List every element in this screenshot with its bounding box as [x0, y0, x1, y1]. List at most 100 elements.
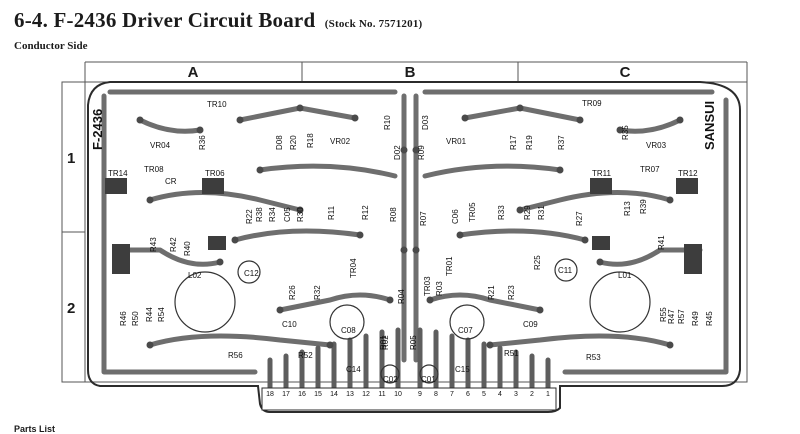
- component-label: R09: [417, 145, 426, 160]
- grid-column-b: B: [404, 64, 416, 81]
- component-label: R01: [379, 335, 388, 350]
- component-label: R11: [327, 205, 336, 220]
- component-label: R50: [131, 311, 140, 326]
- component-label: R38: [255, 207, 264, 222]
- component-label: R12: [361, 205, 370, 220]
- right-component-labels: TR09 R35 VR03 R19 R17 R37 TR07 TR11 TR12…: [458, 99, 714, 362]
- component-label: R18: [306, 133, 315, 148]
- component-label: C02: [383, 375, 398, 384]
- component-label: R27: [575, 211, 584, 226]
- component-label: D03: [421, 115, 430, 130]
- component-label: R35: [621, 125, 630, 140]
- component-label: R26: [288, 285, 297, 300]
- component-label: C15: [455, 365, 470, 374]
- board-brand-label: SANSUI: [702, 101, 717, 150]
- component-label: R57: [677, 309, 686, 324]
- grid-row-2: 2: [67, 300, 76, 317]
- component-label: TR11: [592, 169, 612, 178]
- view-subtitle: Conductor Side: [14, 40, 88, 52]
- component-label: R53: [586, 353, 601, 362]
- component-label: R05: [409, 335, 418, 350]
- connector-pin-label: 14: [330, 391, 338, 398]
- component-label: C10: [282, 320, 297, 329]
- component-label: R02: [381, 335, 390, 350]
- component-label: R33: [497, 205, 506, 220]
- grid-column-c: C: [619, 64, 631, 81]
- component-label: R52: [298, 351, 313, 360]
- component-label: D02: [393, 145, 402, 160]
- component-label: R20: [289, 135, 298, 150]
- component-label: R55: [659, 307, 668, 322]
- component-label: CR: [165, 177, 177, 186]
- edge-connector: 18 17 16 15 14 13 12 11 10 9 8 7 6 5 4 3…: [261, 387, 557, 411]
- component-label: R37: [557, 135, 566, 150]
- component-label: R07: [419, 211, 428, 226]
- connector-pin-label: 4: [498, 391, 502, 398]
- component-label: R23: [507, 285, 516, 300]
- component-label: C09: [523, 320, 538, 329]
- component-label: R30: [296, 207, 305, 222]
- connector-pin-label: 1: [546, 391, 550, 398]
- component-label: C07: [458, 326, 473, 335]
- component-label: TR05: [468, 202, 477, 222]
- component-label: R21: [487, 285, 496, 300]
- center-component-labels: D02 D03 R10 R09 VR01 R01 C01 TR03 R03 R0…: [379, 115, 470, 384]
- connector-pin-label: 3: [514, 391, 518, 398]
- component-label: C08: [341, 326, 356, 335]
- component-label: R40: [183, 241, 192, 256]
- component-outlines: [174, 258, 651, 384]
- connector-pin-label: 17: [282, 391, 290, 398]
- component-label: VR03: [646, 141, 667, 150]
- solder-pads: [136, 104, 684, 349]
- component-label: R47: [667, 309, 676, 324]
- connector-pin-label: 2: [530, 391, 534, 398]
- component-label: VR02: [330, 137, 351, 146]
- component-label: R44: [145, 307, 154, 322]
- copper-traces: [101, 89, 729, 375]
- connector-pin-label: 7: [450, 391, 454, 398]
- component-label: R36: [198, 135, 207, 150]
- component-label: R46: [119, 311, 128, 326]
- connector-pin-label: 18: [266, 391, 274, 398]
- component-label: R39: [639, 199, 648, 214]
- component-label: R56: [228, 351, 243, 360]
- component-label: TR01: [445, 256, 454, 276]
- connector-pin-label: 15: [314, 391, 322, 398]
- grid-column-a: A: [187, 64, 199, 81]
- board-outline: [87, 81, 741, 413]
- component-label: R32: [313, 285, 322, 300]
- component-label: R10: [383, 115, 392, 130]
- component-label: VR04: [150, 141, 171, 150]
- component-label: L02: [188, 271, 202, 280]
- connector-pin-label: 10: [394, 391, 402, 398]
- component-label: R54: [157, 307, 166, 322]
- component-label: C12: [244, 269, 259, 278]
- component-label: TR14: [108, 169, 128, 178]
- component-label: R42: [169, 237, 178, 252]
- component-label: R08: [389, 207, 398, 222]
- component-label: TR03: [423, 276, 432, 296]
- connector-pin-label: 11: [378, 391, 385, 398]
- component-label: R29: [523, 205, 532, 220]
- connector-pin-label: 16: [298, 391, 306, 398]
- component-label: L01: [618, 271, 632, 280]
- transistor-blocks: [105, 178, 702, 274]
- connector-pin-label: 8: [434, 391, 438, 398]
- component-label: R43: [149, 237, 158, 252]
- component-label: TR06: [205, 169, 225, 178]
- parts-list-heading: Parts List: [14, 424, 56, 434]
- connector-pin-label: 13: [346, 391, 354, 398]
- component-label: R25: [533, 255, 542, 270]
- component-label: R49: [691, 311, 700, 326]
- component-label: R19: [525, 135, 534, 150]
- stock-number: (Stock No. 7571201): [324, 18, 423, 30]
- component-label: C11: [558, 266, 573, 275]
- component-label: TR07: [640, 165, 660, 174]
- connector-pin-label: 5: [482, 391, 486, 398]
- component-label: R51: [504, 349, 519, 358]
- component-label: C01: [421, 375, 436, 384]
- component-label: R04: [397, 289, 406, 304]
- component-label: R22: [245, 209, 254, 224]
- component-label: R17: [509, 135, 518, 150]
